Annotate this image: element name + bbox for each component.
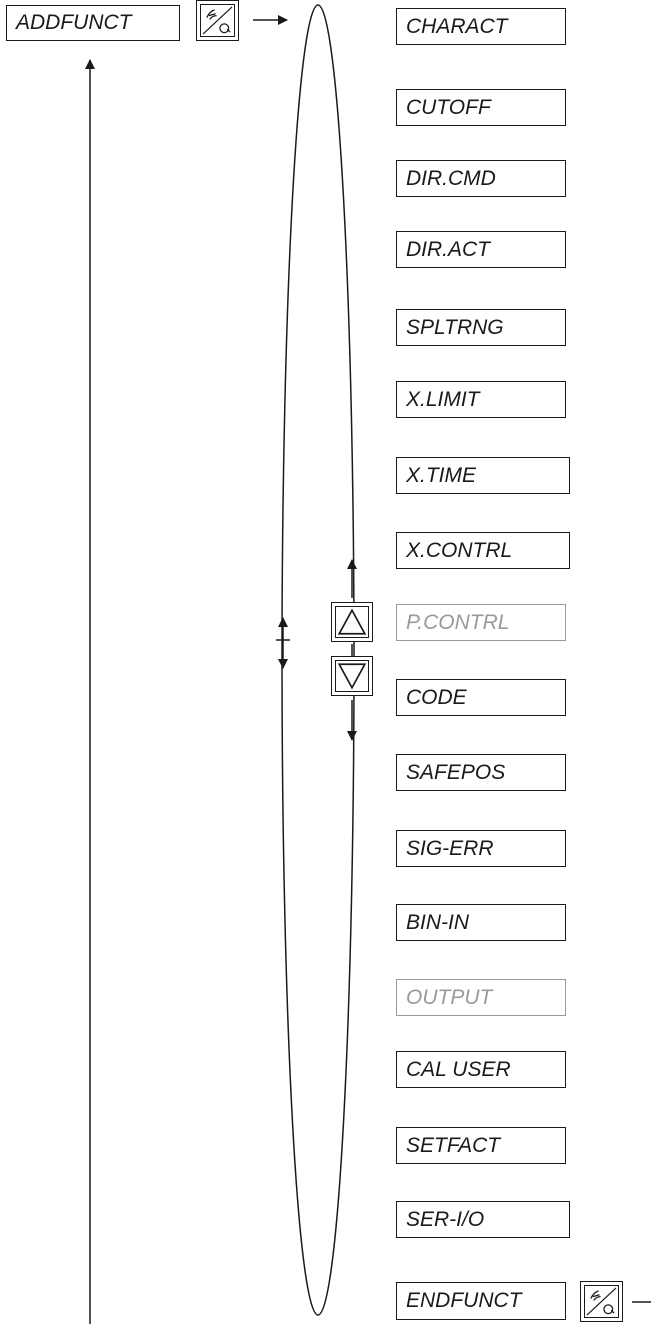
- menu-item[interactable]: BIN-IN: [396, 904, 566, 941]
- up-key-button[interactable]: [331, 602, 373, 642]
- end-enter-key-button[interactable]: [580, 1281, 623, 1322]
- menu-item[interactable]: CAL USER: [396, 1051, 566, 1088]
- menu-item[interactable]: CUTOFF: [396, 89, 566, 126]
- menu-item-label: X.LIMIT: [406, 387, 480, 411]
- menu-item-label: SIG-ERR: [406, 836, 494, 860]
- menu-item-label: CAL USER: [406, 1057, 511, 1081]
- menu-item-label: P.CONTRL: [406, 610, 510, 634]
- menu-item[interactable]: CHARACT: [396, 8, 566, 45]
- menu-item-label: BIN-IN: [406, 910, 469, 934]
- root-menu-label: ADDFUNCT: [16, 11, 132, 34]
- root-menu-box[interactable]: ADDFUNCT: [6, 5, 180, 41]
- menu-item-label: SETFACT: [406, 1133, 501, 1157]
- menu-item-label: SAFEPOS: [406, 760, 506, 784]
- menu-item[interactable]: SETFACT: [396, 1127, 566, 1164]
- menu-item-disabled: OUTPUT: [396, 979, 566, 1016]
- menu-item-label: CODE: [406, 685, 467, 709]
- menu-item[interactable]: DIR.CMD: [396, 160, 566, 197]
- menu-item[interactable]: SER-I/O: [396, 1201, 570, 1238]
- menu-item-label: X.TIME: [406, 463, 477, 487]
- menu-item-label: CUTOFF: [406, 95, 491, 119]
- menu-item-label: SPLTRNG: [406, 315, 504, 339]
- menu-item[interactable]: X.TIME: [396, 457, 570, 494]
- menu-item[interactable]: SIG-ERR: [396, 830, 566, 867]
- menu-item-label: SER-I/O: [406, 1207, 485, 1231]
- menu-item-label: DIR.ACT: [406, 237, 490, 261]
- menu-item-label: CHARACT: [406, 14, 508, 38]
- menu-item[interactable]: X.CONTRL: [396, 532, 570, 569]
- menu-item-label: X.CONTRL: [406, 538, 513, 562]
- menu-item[interactable]: SAFEPOS: [396, 754, 566, 791]
- end-menu-label: ENDFUNCT: [406, 1289, 522, 1312]
- down-key-button[interactable]: [331, 656, 373, 696]
- menu-item-disabled: P.CONTRL: [396, 604, 566, 641]
- menu-item-label: OUTPUT: [406, 985, 493, 1009]
- enter-key-button[interactable]: [196, 0, 239, 41]
- hand-enter-key-icon: [586, 1287, 617, 1316]
- hand-enter-key-icon: [202, 6, 233, 35]
- down-triangle-key-icon: [337, 663, 367, 690]
- menu-item[interactable]: CODE: [396, 679, 566, 716]
- menu-item-label: DIR.CMD: [406, 166, 496, 190]
- menu-item[interactable]: SPLTRNG: [396, 309, 566, 346]
- menu-item[interactable]: X.LIMIT: [396, 381, 566, 418]
- up-triangle-key-icon: [337, 608, 367, 635]
- menu-item[interactable]: DIR.ACT: [396, 231, 566, 268]
- end-menu-box[interactable]: ENDFUNCT: [396, 1282, 566, 1320]
